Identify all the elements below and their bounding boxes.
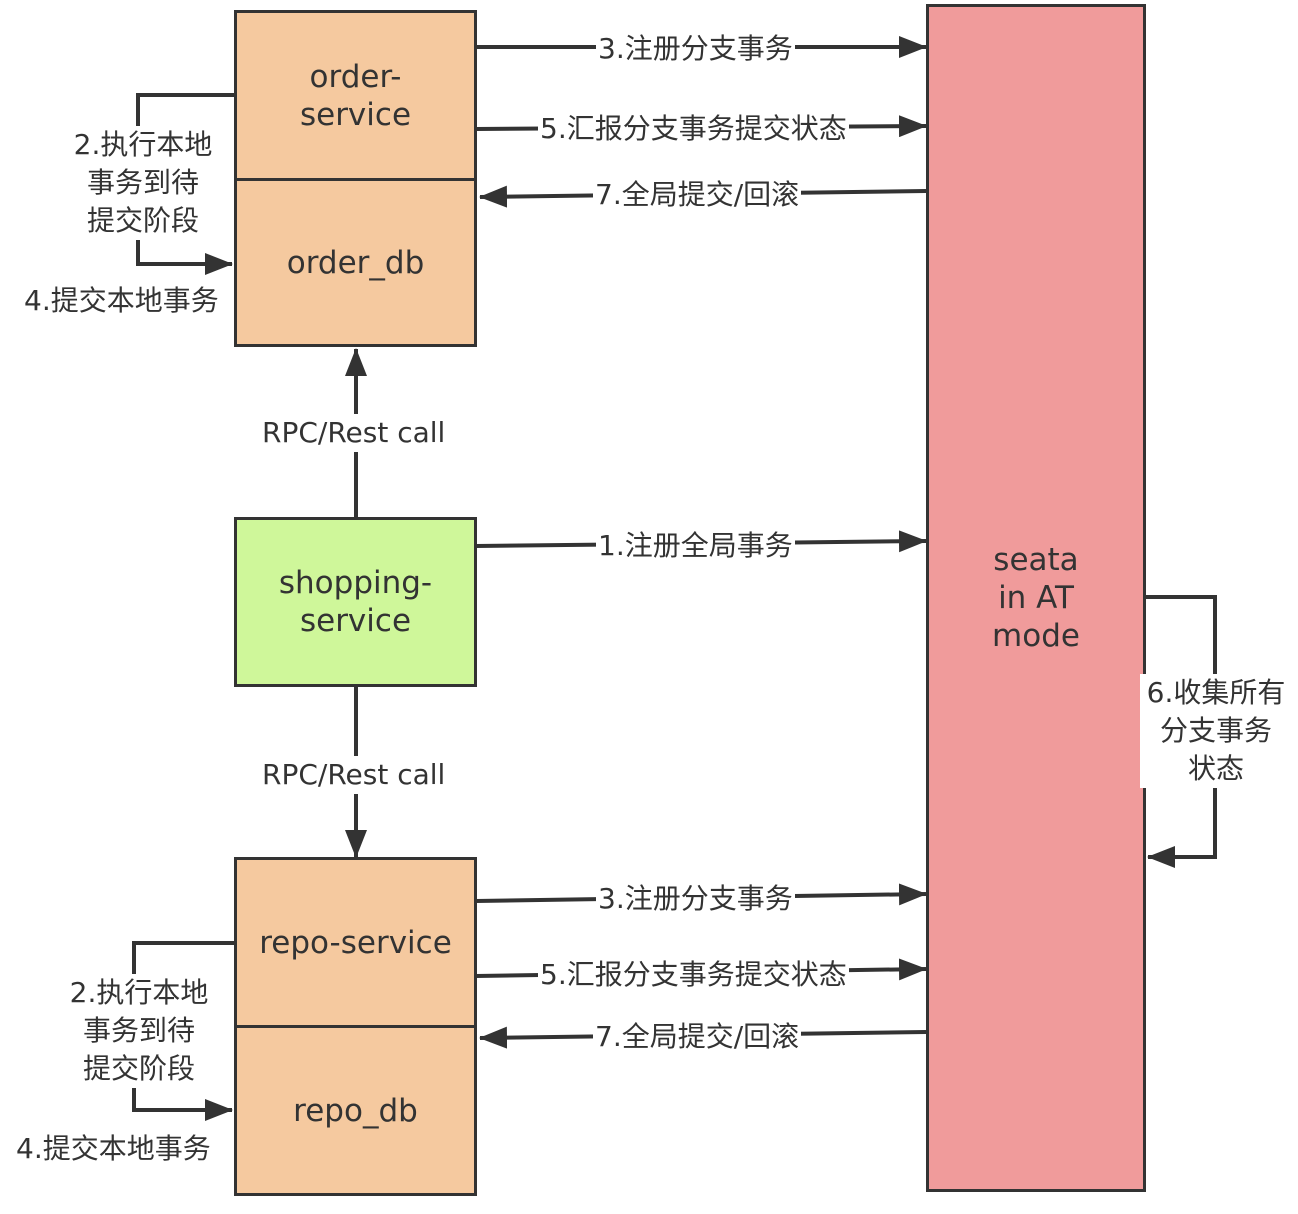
seata-node: seata in AT mode bbox=[926, 4, 1146, 1192]
label-6-collect-status: 6.收集所有 分支事务 状态 bbox=[1140, 674, 1292, 788]
label-rpc-down: RPC/Rest call bbox=[260, 756, 448, 794]
label-3-register-branch-top: 3.注册分支事务 bbox=[596, 30, 795, 68]
label-4-commit-local-bottom: 4.提交本地事务 bbox=[16, 1132, 211, 1165]
label-1-register-global: 1.注册全局事务 bbox=[596, 527, 795, 565]
label-3-register-branch-bottom: 3.注册分支事务 bbox=[596, 880, 795, 918]
label-7-global-commit-top: 7.全局提交/回滚 bbox=[593, 176, 802, 214]
repo-service-node: repo-service bbox=[234, 857, 477, 1029]
order-db-node: order_db bbox=[234, 178, 477, 347]
repo-service-label: repo-service bbox=[259, 925, 452, 961]
repo-db-label: repo_db bbox=[293, 1092, 418, 1129]
label-5-report-top: 5.汇报分支事务提交状态 bbox=[538, 110, 849, 148]
shopping-service-node: shopping- service bbox=[234, 517, 477, 687]
label-2-exec-local-bottom: 2.执行本地 事务到待 提交阶段 bbox=[64, 974, 214, 1088]
order-db-label: order_db bbox=[286, 244, 425, 281]
label-7-global-commit-bottom: 7.全局提交/回滚 bbox=[593, 1018, 802, 1056]
seata-label: seata in AT mode bbox=[992, 542, 1080, 654]
label-2-exec-local-top: 2.执行本地 事务到待 提交阶段 bbox=[68, 126, 218, 240]
shopping-service-label: shopping- service bbox=[278, 565, 433, 639]
order-service-label: order- service bbox=[299, 58, 412, 133]
label-5-report-bottom: 5.汇报分支事务提交状态 bbox=[538, 956, 849, 994]
order-service-node: order- service bbox=[234, 10, 477, 181]
repo-db-node: repo_db bbox=[234, 1025, 477, 1196]
label-4-commit-local-top: 4.提交本地事务 bbox=[24, 284, 219, 317]
label-rpc-up: RPC/Rest call bbox=[260, 414, 448, 452]
